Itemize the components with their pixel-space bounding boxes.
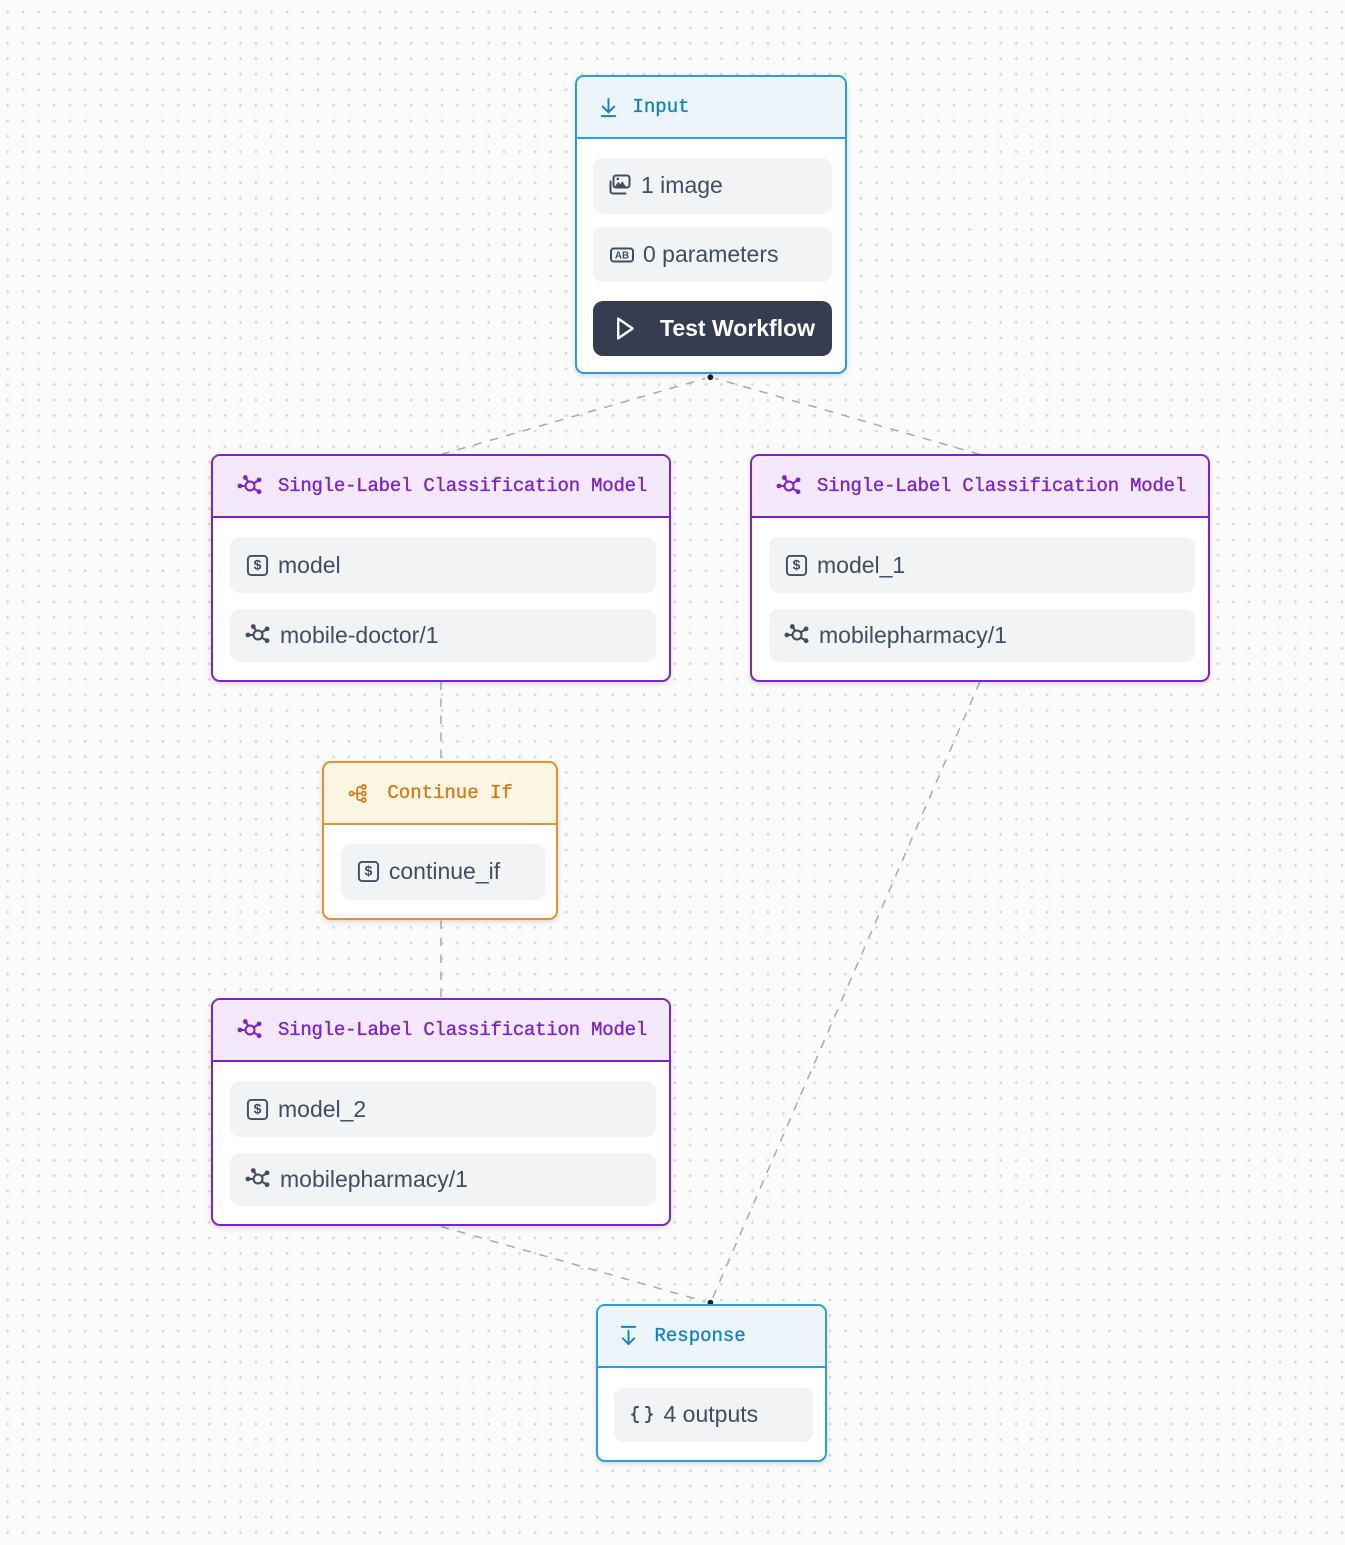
svg-text:AB: AB — [615, 250, 629, 261]
svg-text:$: $ — [365, 863, 373, 879]
svg-text:$: $ — [254, 1100, 262, 1116]
svg-text:$: $ — [254, 556, 262, 572]
svg-text:$: $ — [793, 556, 801, 572]
